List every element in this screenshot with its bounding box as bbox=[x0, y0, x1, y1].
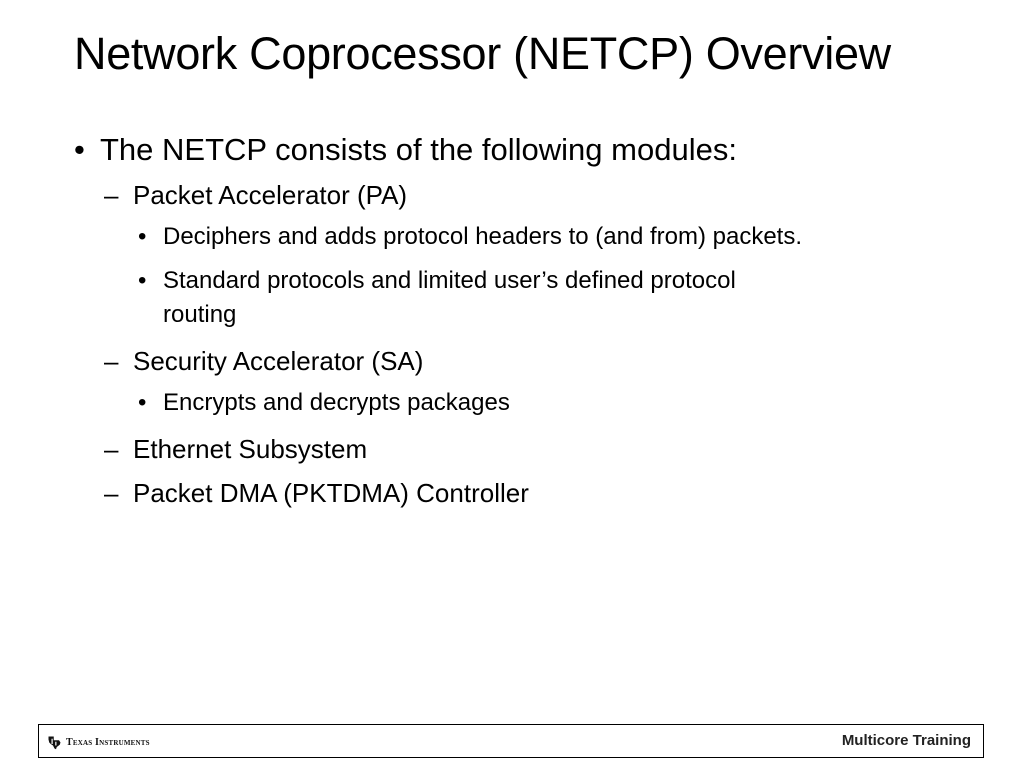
dash-marker: – bbox=[104, 180, 119, 210]
bullet-marker: • bbox=[138, 223, 147, 250]
bullet-text: Packet Accelerator (PA) bbox=[133, 180, 408, 210]
dash-marker: – bbox=[104, 346, 119, 376]
footer-course-name: Multicore Training bbox=[841, 732, 971, 749]
bullet-pa-deciphers: • Deciphers and adds protocol headers to… bbox=[74, 220, 1014, 254]
slide-footer: Texas Instruments Multicore Training bbox=[38, 724, 984, 758]
ti-logo: Texas Instruments bbox=[47, 733, 150, 751]
bullet-marker: • bbox=[138, 267, 147, 294]
bullet-packet-dma: – Packet DMA (PKTDMA) Controller bbox=[74, 474, 1014, 512]
bullet-text-line2: routing bbox=[163, 301, 237, 328]
bullet-packet-accelerator: – Packet Accelerator (PA) bbox=[74, 176, 1014, 214]
bullet-text: Packet DMA (PKTDMA) Controller bbox=[133, 478, 529, 508]
bullet-marker: • bbox=[138, 389, 147, 416]
bullet-intro: • The NETCP consists of the following mo… bbox=[74, 128, 1014, 172]
bullet-security-accelerator: – Security Accelerator (SA) bbox=[74, 342, 1014, 380]
bullet-text: Security Accelerator (SA) bbox=[133, 346, 424, 376]
bullet-text: Ethernet Subsystem bbox=[133, 434, 368, 464]
bullet-text: Encrypts and decrypts packages bbox=[163, 389, 510, 416]
bullet-marker: • bbox=[74, 132, 85, 167]
slide-title: Network Coprocessor (NETCP) Overview bbox=[74, 28, 891, 79]
dash-marker: – bbox=[104, 478, 119, 508]
texas-state-icon bbox=[48, 736, 61, 749]
ti-logo-text: Texas Instruments bbox=[66, 736, 150, 748]
bullet-text: The NETCP consists of the following modu… bbox=[100, 132, 737, 167]
slide-content: • The NETCP consists of the following mo… bbox=[74, 128, 1014, 518]
bullet-text: Deciphers and adds protocol headers to (… bbox=[163, 223, 803, 250]
bullet-sa-encrypts: • Encrypts and decrypts packages bbox=[74, 386, 1014, 420]
dash-marker: – bbox=[104, 434, 119, 464]
bullet-pa-standard-protocols: • Standard protocols and limited user’s … bbox=[74, 264, 1014, 332]
bullet-text-line1: Standard protocols and limited user’s de… bbox=[163, 267, 736, 294]
bullet-ethernet-subsystem: – Ethernet Subsystem bbox=[74, 430, 1014, 468]
